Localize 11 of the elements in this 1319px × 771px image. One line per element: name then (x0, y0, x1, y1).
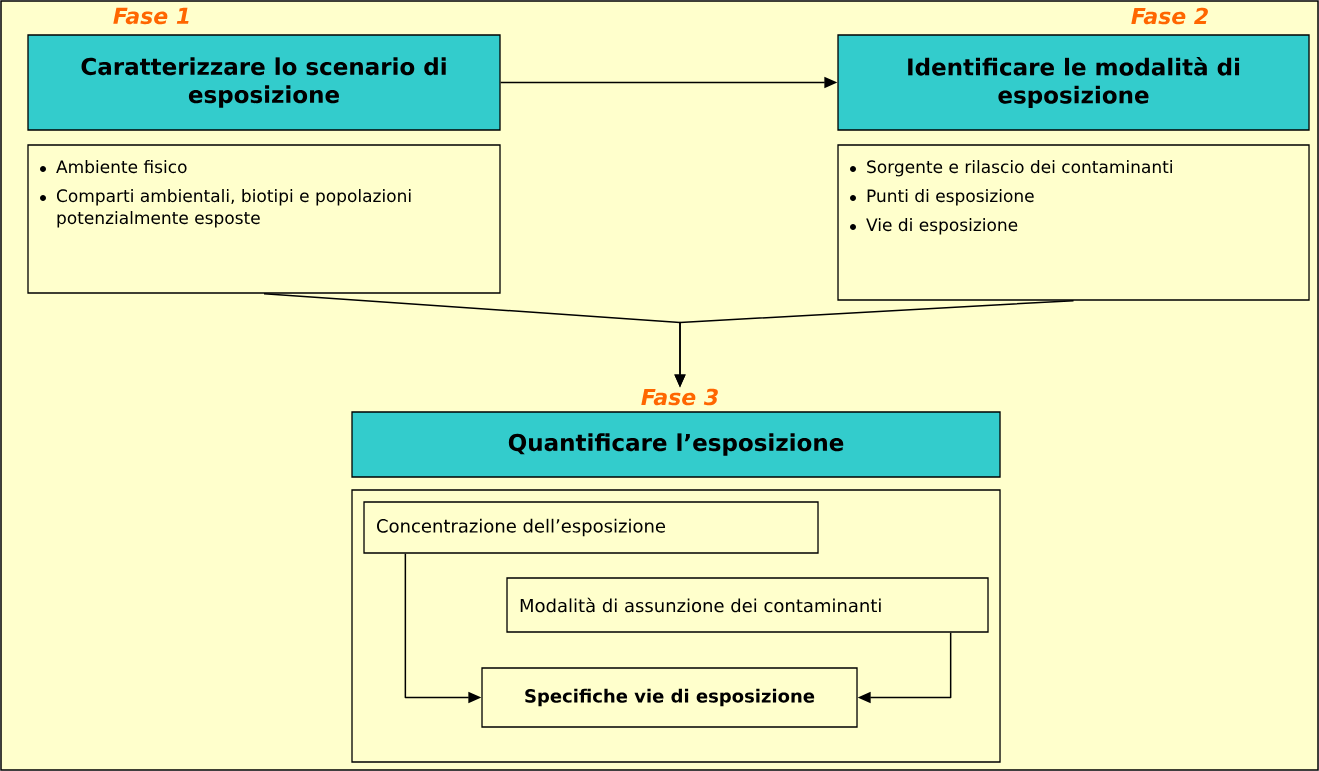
bullet-list-box: Sorgente e rilascio dei contaminanti Punti di esposizione Vie di esposizione (837, 144, 1310, 301)
step-box: Identificare le modalità di esposizione (837, 34, 1310, 131)
bullet-list-box: Ambiente fisico Comparti ambientali, biotipi e popolazioni potenzialmente esposte (27, 144, 501, 294)
process-box: Concentrazione dell’esposizione (363, 501, 819, 554)
process-box: Modalità di assunzione dei contaminanti (506, 577, 989, 633)
process-box: Specifiche vie di esposizione (481, 667, 858, 728)
phase-label: Fase 3 (641, 388, 718, 406)
step-box: Quantificare l’esposizione (351, 411, 1001, 478)
phase-label: Fase 2 (1131, 7, 1208, 25)
step-box: Caratterizzare lo scenario di esposizione (27, 34, 501, 131)
phase-label: Fase 1 (113, 7, 189, 25)
